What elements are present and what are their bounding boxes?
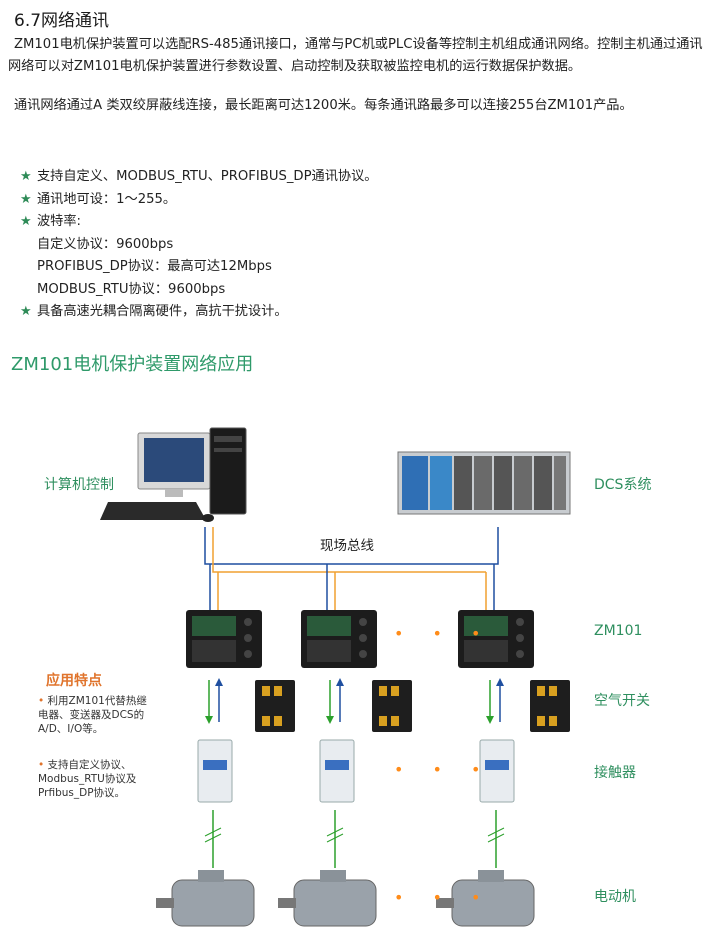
dcs-rack-illustration (397, 451, 571, 515)
star-icon: ★ (20, 169, 32, 184)
ellipsis-zm101: • • • (394, 624, 493, 643)
contactor-device (479, 739, 515, 803)
electric-motor (278, 870, 377, 927)
feature-list: ★支持自定义、MODBUS_RTU、PROFIBUS_DP通讯协议。 ★通讯地可… (20, 166, 377, 324)
paragraph-intro: ZM101电机保护装置可以选配RS-485通讯接口，通常与PC机或PLC设备等控… (8, 37, 703, 74)
zm101-unit (458, 610, 534, 668)
star-icon: ★ (20, 214, 32, 229)
air-breaker (372, 680, 412, 732)
zm101-unit (301, 610, 377, 668)
label-fieldbus: 现场总线 (320, 538, 374, 554)
air-breaker (255, 680, 295, 732)
power-cables (204, 810, 505, 868)
diagram-title: ZM101电机保护装置网络应用 (11, 354, 254, 375)
computer-illustration (100, 427, 247, 522)
section-title: 6.7网络通讯 (14, 11, 110, 31)
electric-motor (156, 870, 255, 927)
label-air-breaker: 空气开关 (594, 693, 650, 709)
bullet-icon: • (38, 695, 48, 707)
app-feature-item: • 利用ZM101代替热继电器、变送器及DCS的A/D、I/O等。 (38, 695, 147, 735)
label-dcs-system: DCS系统 (594, 477, 652, 493)
air-breaker (530, 680, 570, 732)
fieldbus-lines (204, 527, 499, 612)
feature-item: ★波特率: (20, 211, 377, 234)
ellipsis-contactor: • • • (394, 760, 493, 779)
contactor-device (197, 739, 233, 803)
paragraph-wiring: 通讯网络通过A 类双绞屏蔽线连接，最长距离可达1200米。每条通讯路最多可以连接… (14, 98, 633, 113)
electric-motor (436, 870, 535, 927)
app-feature-item: • 支持自定义协议、Modbus_RTU协议及Prfibus_DP协议。 (38, 759, 137, 799)
ellipsis-motor: • • • (394, 888, 493, 907)
app-features-title: 应用特点 (46, 673, 102, 689)
contactor-device (319, 739, 355, 803)
star-icon: ★ (20, 304, 32, 319)
baud-rate-detail: 自定义协议：9600bps (37, 236, 174, 252)
label-computer-control: 计算机控制 (44, 477, 114, 493)
label-contactor: 接触器 (594, 765, 636, 781)
star-icon: ★ (20, 191, 32, 207)
label-zm101: ZM101 (594, 623, 643, 639)
baud-rate-detail: PROFIBUS_DP协议：最高可达12Mbps (37, 259, 272, 274)
feature-item: ★具备高速光耦合隔离硬件，高抗干扰设计。 (20, 301, 377, 324)
feature-item: ★支持自定义、MODBUS_RTU、PROFIBUS_DP通讯协议。 (20, 166, 377, 189)
bullet-icon: • (38, 759, 48, 771)
feature-item: ★通讯地可设：1～255。 (20, 189, 377, 212)
label-motor: 电动机 (594, 889, 636, 905)
zm101-unit (186, 610, 262, 668)
signal-arrows (205, 678, 504, 724)
baud-rate-detail: MODBUS_RTU协议：9600bps (37, 281, 226, 297)
